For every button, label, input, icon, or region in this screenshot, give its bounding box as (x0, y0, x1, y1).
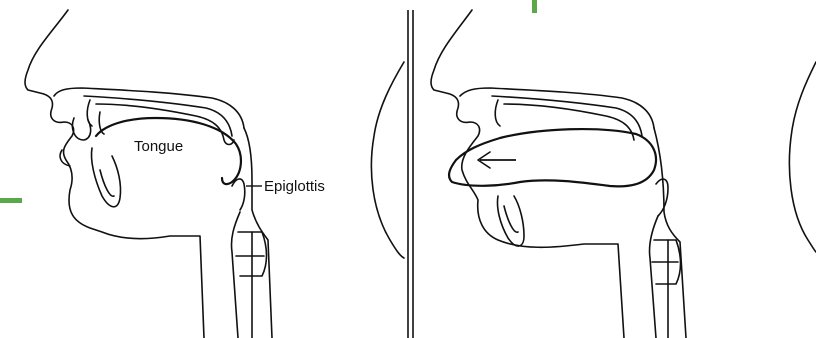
panel-tongue-pushed-back (431, 10, 686, 338)
panel-2-right-face-edge (789, 62, 816, 252)
panel-resting: Tongue Epiglottis (25, 10, 325, 338)
panel-1-right-face-edge (371, 62, 404, 258)
epiglottis (232, 179, 245, 210)
panel-divider (408, 10, 413, 338)
green-mark-left (0, 198, 22, 203)
upper-teeth (72, 118, 90, 140)
green-mark-top (532, 0, 537, 13)
larynx-trachea (231, 212, 240, 338)
face-profile (25, 10, 204, 338)
face-profile-2 (431, 10, 624, 338)
pharynx-back (244, 128, 272, 338)
tongue-label: Tongue (134, 138, 183, 155)
epiglottis-label: Epiglottis (264, 178, 325, 195)
credit-text (760, 326, 773, 336)
lower-teeth (91, 148, 120, 207)
direction-arrow-left (478, 152, 516, 168)
